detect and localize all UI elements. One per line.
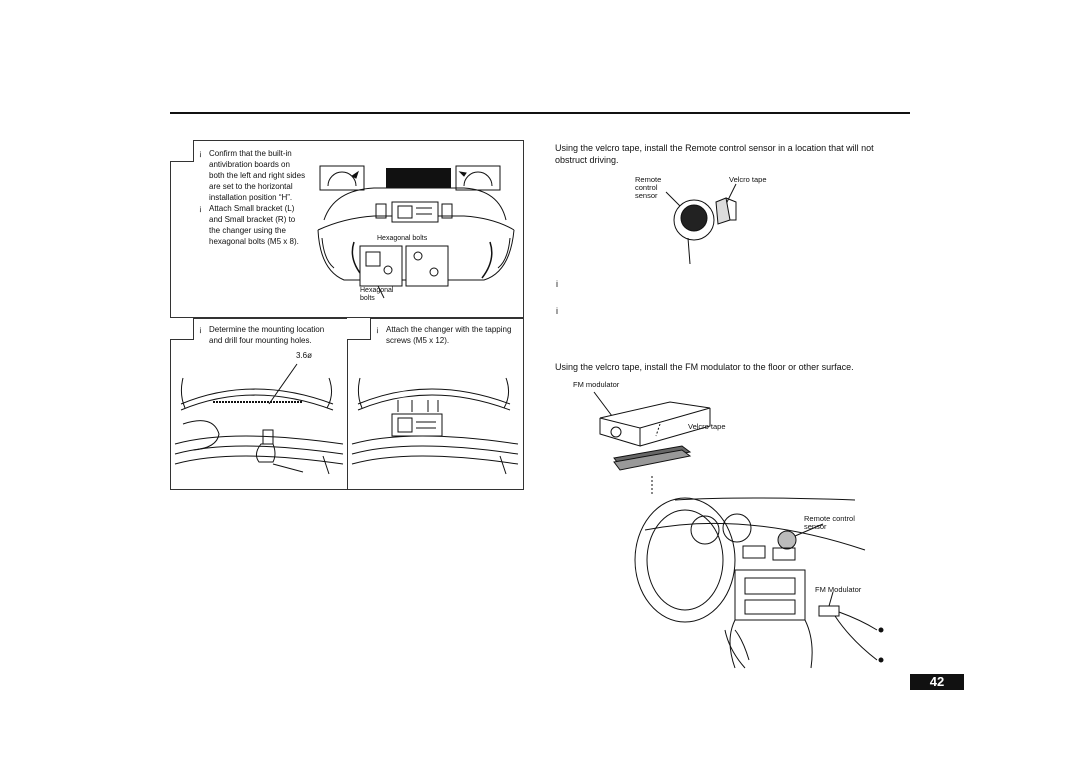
note-bullet-2: i (556, 306, 558, 316)
step3-bullet: ¡ (376, 325, 379, 334)
dashboard-illustration (634, 497, 884, 669)
label-remote-control-sensor-2: Remote control sensor (804, 515, 855, 531)
step1-instruction-2: Attach Small bracket (L) and Small brack… (209, 203, 319, 247)
black-label-box (386, 168, 451, 188)
step1-bullet-2: ¡ (199, 204, 202, 213)
step2-instruction: Determine the mounting location and dril… (209, 324, 344, 346)
step2-bullet: ¡ (199, 325, 202, 334)
fm-modulator-illustration (593, 391, 711, 496)
step1-instruction: Confirm that the built-in antivibration … (209, 148, 319, 203)
header-rule (170, 112, 910, 114)
step1-line: antivibration boards on (209, 160, 290, 169)
fm-modulator-instruction: Using the velcro tape, install the FM mo… (555, 362, 854, 372)
step3-panel (347, 318, 524, 490)
label-line: sensor (635, 191, 658, 200)
step1-line: both the left and right sides (209, 171, 306, 180)
trunk-bracket-illustration (317, 165, 515, 299)
remote-sensor-instruction: Using the velcro tape, install the Remot… (555, 142, 915, 166)
label-hexagonal-bolts: Hexagonal bolts (377, 235, 428, 242)
label-bolts: bolts (360, 295, 375, 302)
label-velcro-tape: Velcro tape (729, 175, 767, 184)
drill-holes-illustration (174, 363, 344, 475)
label-remote-control-sensor: Remote control sensor (635, 176, 661, 200)
step1-number-cell (170, 140, 194, 162)
step1-line: and Small bracket (R) to (209, 215, 296, 224)
label-fm-modulator-2: FM Modulator (815, 585, 862, 594)
step2-line: Determine the mounting location (209, 325, 325, 334)
step1-line: are set to the horizontal (209, 182, 293, 191)
step1-line: hexagonal bolts (M5 x 8). (209, 237, 299, 246)
step1-line: Attach Small bracket (L) (209, 204, 295, 213)
label-line: Remote control (804, 514, 855, 523)
dial-right-icon (455, 165, 501, 191)
remote-sensor-illustration (665, 183, 737, 265)
label-hole-size: 3.6ø (296, 351, 313, 360)
step3-instruction: Attach the changer with the tapping scre… (386, 324, 524, 346)
note-bullet-1: i (556, 279, 558, 289)
step2-number-cell (170, 318, 194, 340)
step3-number-cell (347, 318, 371, 340)
step1-bullet: ¡ (199, 149, 202, 158)
label-fm-modulator: FM modulator (573, 380, 620, 389)
step1-line: Confirm that the built-in (209, 149, 292, 158)
step1-line: installation position “H”. (209, 193, 293, 202)
step3-line: Attach the changer with the tapping (386, 325, 512, 334)
page-number: 42 (910, 674, 964, 690)
label-hexagonal: Hexagonal (360, 287, 394, 294)
step3-line: screws (M5 x 12). (386, 336, 450, 345)
remote-instruction-line: obstruct driving. (555, 155, 619, 165)
label-line: Remote (635, 175, 662, 184)
label-line: control (635, 183, 658, 192)
step2-line: and drill four mounting holes. (209, 336, 312, 345)
step1-line: the changer using the (209, 226, 286, 235)
step1-panel (170, 140, 524, 318)
changer-mounted-illustration (351, 377, 519, 475)
dial-left-icon (319, 165, 365, 191)
label-line: sensor (804, 522, 827, 531)
remote-instruction-line: Using the velcro tape, install the Remot… (555, 143, 874, 153)
